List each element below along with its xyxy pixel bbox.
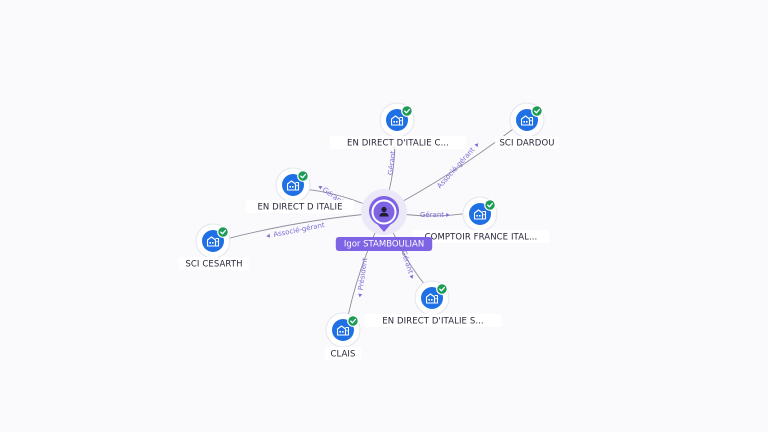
company-node-en-direct-d-italie-s[interactable]: EN DIRECT D'ITALIE S... bbox=[364, 280, 502, 327]
company-name-label: EN DIRECT D ITALIE bbox=[257, 203, 342, 213]
company-building-icon bbox=[336, 325, 350, 336]
edge-label-group: Gérant bbox=[387, 145, 397, 175]
node-label-bg bbox=[245, 200, 355, 213]
company-node-en-direct-d-italie[interactable]: EN DIRECT D ITALIE bbox=[245, 167, 355, 213]
edge-arrow-icon bbox=[266, 233, 271, 238]
verified-check-icon bbox=[484, 199, 496, 211]
relation-role-label: Gérant bbox=[399, 249, 414, 275]
edge-label-group: Président bbox=[357, 257, 370, 298]
edge-arrow-icon bbox=[409, 274, 414, 279]
node-label-bg bbox=[325, 347, 361, 360]
center-person-node[interactable]: Igor STAMBOULIAN bbox=[335, 189, 433, 251]
company-name-label: SCI CESARTH bbox=[185, 260, 242, 270]
verified-check-icon bbox=[401, 105, 413, 117]
relation-role-label: Gérant bbox=[387, 150, 397, 175]
company-building-icon bbox=[473, 209, 487, 220]
company-node-en-direct-italie-c[interactable]: EN DIRECT D'ITALIE C... bbox=[329, 102, 467, 149]
relation-role-label: Gérant bbox=[420, 211, 444, 219]
node-label-bg bbox=[329, 136, 467, 149]
edge-arrow-icon bbox=[318, 185, 323, 190]
relation-role-label: Président bbox=[357, 257, 370, 291]
company-name-label: EN DIRECT D'ITALIE S... bbox=[382, 317, 483, 327]
node-label-bg bbox=[495, 136, 559, 149]
company-node-sci-dardou[interactable]: SCI DARDOU bbox=[495, 102, 559, 149]
company-node-sci-cesarth[interactable]: SCI CESARTH bbox=[179, 223, 249, 270]
verified-check-icon bbox=[297, 170, 309, 182]
center-ring bbox=[371, 199, 397, 225]
company-node-comptoir-france-ital[interactable]: COMPTOIR FRANCE ITAL... bbox=[412, 196, 550, 243]
node-label-bg bbox=[412, 230, 550, 243]
edge-arrow-icon bbox=[358, 293, 363, 298]
edge-arrow-icon bbox=[474, 143, 479, 148]
company-name-label: COMPTOIR FRANCE ITAL... bbox=[425, 233, 538, 243]
verified-check-icon bbox=[436, 283, 448, 295]
edge-label-group: Gérant bbox=[420, 211, 450, 219]
edge-label-group: Gérant bbox=[399, 249, 415, 279]
edge-line bbox=[228, 212, 379, 239]
center-label-bg bbox=[335, 237, 433, 251]
company-building-icon bbox=[206, 236, 220, 247]
node-label-bg bbox=[364, 314, 502, 327]
company-name-label: CLAIS bbox=[330, 350, 355, 360]
node-label-bg bbox=[179, 257, 249, 270]
nodes-layer: EN DIRECT D'ITALIE C... SCI DARDOU EN DIRE… bbox=[179, 102, 559, 360]
verified-check-icon bbox=[217, 226, 229, 238]
edge-arrow-icon bbox=[446, 213, 450, 217]
verified-check-icon bbox=[531, 105, 543, 117]
relation-role-label: Associé-gérant bbox=[436, 146, 477, 190]
company-building-icon bbox=[286, 180, 300, 191]
company-node-clais[interactable]: CLAIS bbox=[325, 312, 361, 360]
company-building-icon bbox=[390, 115, 404, 126]
relation-edge: Associé-gérant bbox=[228, 212, 379, 239]
company-building-icon bbox=[520, 115, 534, 126]
verified-check-icon bbox=[347, 315, 359, 327]
company-name-label: SCI DARDOU bbox=[499, 139, 554, 149]
person-icon bbox=[379, 206, 389, 217]
company-name-label: EN DIRECT D'ITALIE C... bbox=[347, 139, 449, 149]
person-name-label: Igor STAMBOULIAN bbox=[344, 240, 424, 250]
company-building-icon bbox=[425, 293, 439, 304]
